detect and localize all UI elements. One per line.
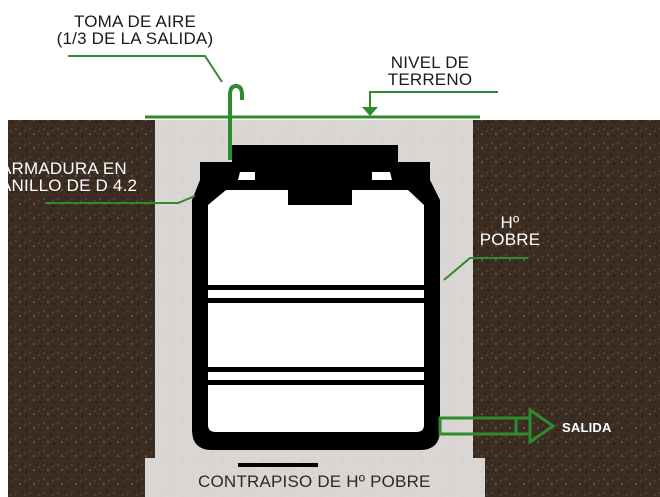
- tank-rib: [208, 380, 424, 385]
- concrete-label: Hº POBRE: [470, 214, 550, 248]
- tank-rib: [208, 367, 424, 372]
- reinforcement-leader: [45, 195, 196, 204]
- ground-level-label-line2: TERRENO: [387, 70, 473, 89]
- air-intake-pipe: [228, 83, 244, 160]
- ground-level-leader: [369, 91, 498, 108]
- ground-level-label: NIVEL DE TERRENO: [370, 54, 490, 88]
- tank-interior-right: [372, 172, 392, 180]
- triangle-down-icon: [362, 107, 378, 116]
- ground-level-label-line1: NIVEL DE: [390, 53, 470, 72]
- tank-interior: [238, 172, 255, 180]
- reinforcement-label: ARMADURA EN ANILLO DE D 4.2: [0, 160, 137, 194]
- reinforcement-label-line2: ANILLO DE D 4.2: [0, 176, 138, 195]
- subfloor-label: CONTRAPISO DE Hº POBRE: [198, 472, 431, 491]
- tank-white-body: [208, 190, 424, 432]
- reinforcement-label-line1: ARMADURA EN: [0, 159, 127, 178]
- concrete-label-line2: POBRE: [479, 230, 541, 249]
- tank-lid: [288, 160, 352, 205]
- concrete-leader: [443, 257, 528, 281]
- tank-rib: [208, 298, 424, 303]
- arrow-right-outline-icon: [438, 407, 556, 445]
- outlet-label: SALIDA: [562, 420, 612, 435]
- air-intake-label-line2: (1/3 DE LA SALIDA): [56, 29, 214, 48]
- tank-rib: [208, 285, 424, 290]
- air-intake-label: TOMA DE AIRE (1/3 DE LA SALIDA): [20, 13, 250, 47]
- concrete-label-line1: Hº: [500, 213, 520, 232]
- air-intake-label-line1: TOMA DE AIRE: [73, 12, 197, 31]
- air-intake-leader: [68, 55, 223, 83]
